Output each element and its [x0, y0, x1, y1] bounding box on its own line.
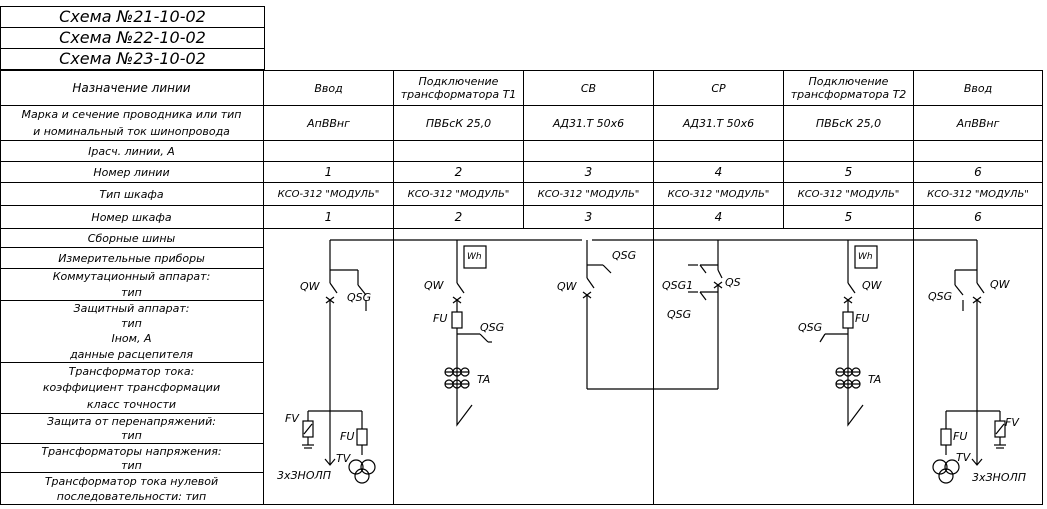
col3-cabinet-no: 3 — [584, 209, 593, 224]
col4-line: 4 — [714, 164, 723, 179]
label-zno-col6: 3хЗНОЛП — [972, 471, 1027, 484]
col4-purpose: СР — [711, 81, 726, 95]
label-qsg-col1: QSG — [347, 291, 372, 304]
label-qsg-col5: QSG — [798, 321, 823, 334]
label-qw-col3: QW — [557, 280, 577, 293]
col6-purpose: Ввод — [963, 81, 993, 95]
label-qs-col4: QS — [725, 276, 741, 289]
label-tv-col6: TV — [956, 451, 971, 464]
row-label-cabinet-number: Номер шкафа — [91, 210, 172, 224]
col5-conductor: ПВБсК 25,0 — [815, 116, 882, 130]
col1-cabinet-no: 1 — [324, 209, 333, 224]
label-fu-col6: FU — [953, 430, 968, 443]
label-qsg-col4: QSG — [667, 308, 692, 321]
label-ta-col5: TA — [868, 373, 882, 386]
label-fu-col1: FU — [340, 430, 355, 443]
col5-line: 5 — [844, 164, 853, 179]
row-label-conductor-1: Марка и сечение проводника или тип — [21, 108, 242, 121]
col6-line: 6 — [974, 164, 982, 179]
row-label-rated-current: Iном, А — [111, 332, 152, 345]
row-label-switch: Коммутационный аппарат: — [52, 270, 211, 283]
row-label-switch-type: тип — [121, 286, 142, 299]
row-label-ct: Трансформатор тока: — [68, 364, 195, 378]
row-label-ct-class: класс точности — [86, 398, 177, 411]
label-qw-col2: QW — [424, 279, 444, 292]
col2-cabinet-no: 2 — [454, 209, 463, 224]
row-label-line-number: Номер линии — [93, 165, 170, 179]
label-fv-col6: FV — [1005, 416, 1019, 429]
col1-line: 1 — [324, 164, 333, 179]
label-tv-col1: TV — [336, 452, 351, 465]
col5-purpose: Подключение трансформатора Т2 — [790, 75, 907, 101]
col3-conductor: АД31.Т 50х6 — [552, 116, 625, 130]
label-qsg-col6: QSG — [928, 290, 953, 303]
col6-conductor: АпВВнг — [956, 116, 1000, 130]
col6-cabinet-type: КСО-312 "МОДУЛЬ" — [927, 188, 1029, 200]
row-label-surge: Защита от перенапряжений: — [47, 415, 216, 428]
col4-cabinet-no: 4 — [714, 209, 723, 224]
col1-conductor: АпВВнг — [307, 116, 350, 130]
col5-cabinet-type: КСО-312 "МОДУЛЬ" — [797, 188, 900, 200]
row-label-meters: Измерительные приборы — [58, 251, 205, 265]
col2-line: 2 — [454, 164, 463, 179]
col5-cabinet-no: 5 — [844, 209, 853, 224]
row-label-zsct-type: последовательности: тип — [56, 489, 207, 503]
row-label-vt-type: тип — [121, 458, 142, 472]
row-label-zsct: Трансформатор тока нулевой — [44, 474, 219, 488]
col1-cabinet-type: КСО-312 "МОДУЛЬ" — [277, 188, 380, 200]
col4-cabinet-type: КСО-312 "МОДУЛЬ" — [667, 188, 770, 200]
col3-cabinet-type: КСО-312 "МОДУЛЬ" — [537, 188, 640, 200]
col3-purpose: СВ — [580, 81, 597, 95]
label-wh-col5: Wh — [858, 252, 873, 262]
row-label-protection: Защитный аппарат: — [73, 302, 190, 315]
label-ta-col2: TA — [477, 373, 491, 386]
label-fu-col2: FU — [433, 312, 448, 325]
label-qsg-col2: QSG — [480, 321, 505, 334]
scheme-title-3: Схема №23-10-02 — [0, 48, 265, 70]
row-label-vt: Трансформаторы напряжения: — [41, 444, 222, 458]
row-label-ct-ratio: коэффициент трансформации — [42, 381, 221, 394]
row-label-protection-type: тип — [121, 317, 142, 330]
col3-line: 3 — [584, 164, 593, 179]
row-label-release-data: данные расцепителя — [70, 347, 193, 361]
label-zno-col1: 3хЗНОЛП — [277, 469, 332, 482]
label-fu-col5: FU — [855, 312, 870, 325]
row-label-calc-current: Iрасч. линии, А — [88, 144, 175, 158]
row-label-cabinet-type: Тип шкафа — [99, 187, 164, 201]
label-qw-col1: QW — [300, 280, 320, 293]
label-qw-col5: QW — [862, 279, 882, 292]
col2-purpose: Подключение трансформатора Т1 — [400, 75, 517, 101]
label-qsg1-col4: QSG1 — [662, 279, 694, 292]
col6-cabinet-no: 6 — [974, 209, 982, 224]
col2-conductor: ПВБсК 25,0 — [425, 116, 492, 130]
single-line-diagram — [302, 239, 1006, 484]
label-fv-col1: FV — [285, 412, 299, 425]
col4-conductor: АД31.Т 50х6 — [682, 116, 755, 130]
col2-cabinet-type: КСО-312 "МОДУЛЬ" — [407, 188, 510, 200]
row-label-purpose: Назначение линии — [72, 80, 191, 95]
row-label-busbars: Сборные шины — [87, 231, 176, 245]
label-qsg-col3: QSG — [612, 249, 637, 262]
label-qw-col6: QW — [990, 278, 1010, 291]
label-wh-col2: Wh — [467, 252, 482, 262]
col1-purpose: Ввод — [314, 81, 343, 95]
row-label-conductor-2: и номинальный ток шинопровода — [33, 125, 230, 138]
row-label-surge-type: тип — [121, 429, 142, 442]
